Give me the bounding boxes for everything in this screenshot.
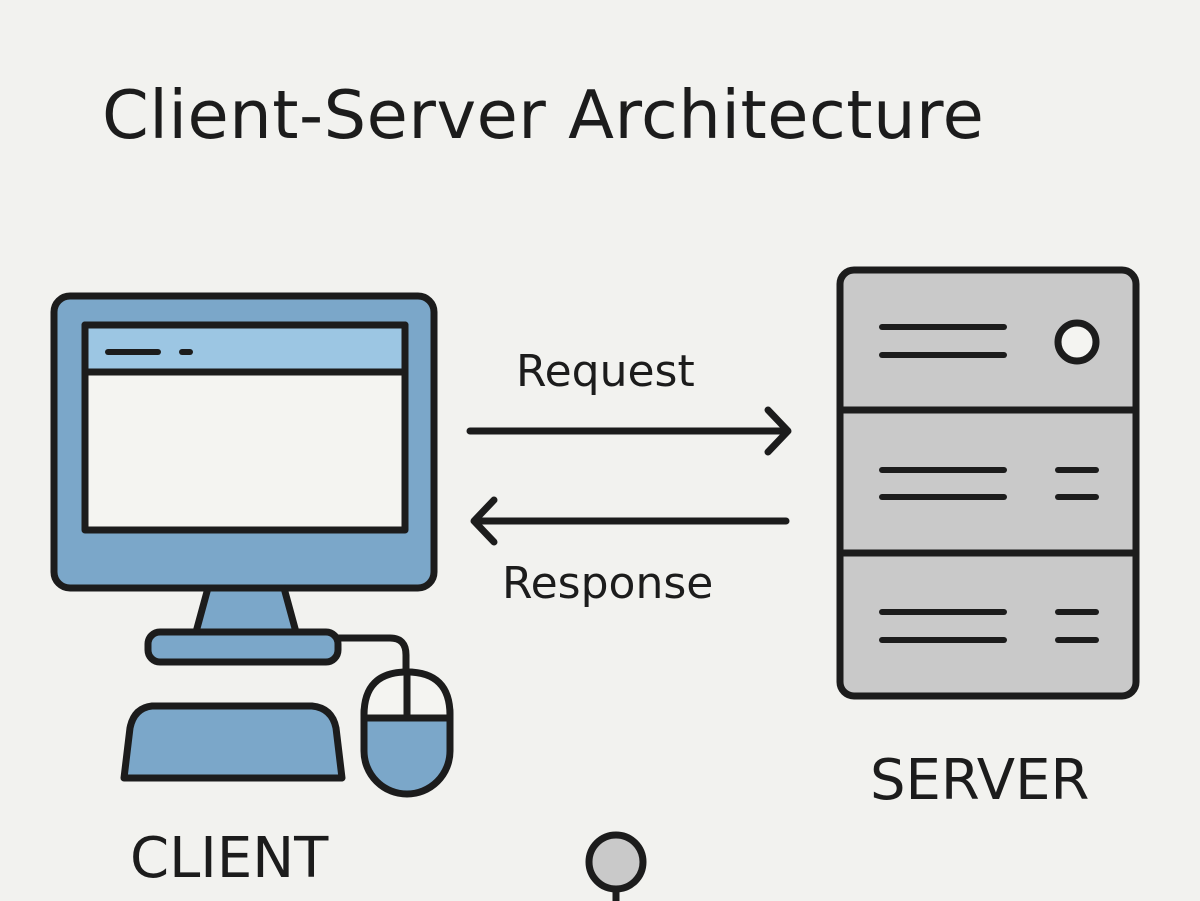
server-body (836, 266, 1140, 700)
power-indicator (1054, 319, 1100, 365)
server-rack-icon (836, 266, 1140, 700)
request-label: Request (516, 346, 695, 397)
diagram-title: Client-Server Architecture (102, 76, 985, 154)
desktop-computer-icon (50, 292, 438, 666)
server-label: SERVER (870, 748, 1090, 813)
screen-title-bar (81, 321, 409, 376)
monitor-base (144, 628, 342, 666)
connector-node-icon (585, 831, 647, 901)
mouse-cable (334, 634, 410, 720)
response-label: Response (502, 558, 714, 609)
request-arrow (466, 406, 792, 456)
mouse-icon (360, 668, 454, 798)
keyboard-icon (120, 702, 346, 782)
monitor-neck (192, 584, 300, 636)
response-arrow (470, 496, 790, 546)
client-label: CLIENT (130, 826, 329, 891)
